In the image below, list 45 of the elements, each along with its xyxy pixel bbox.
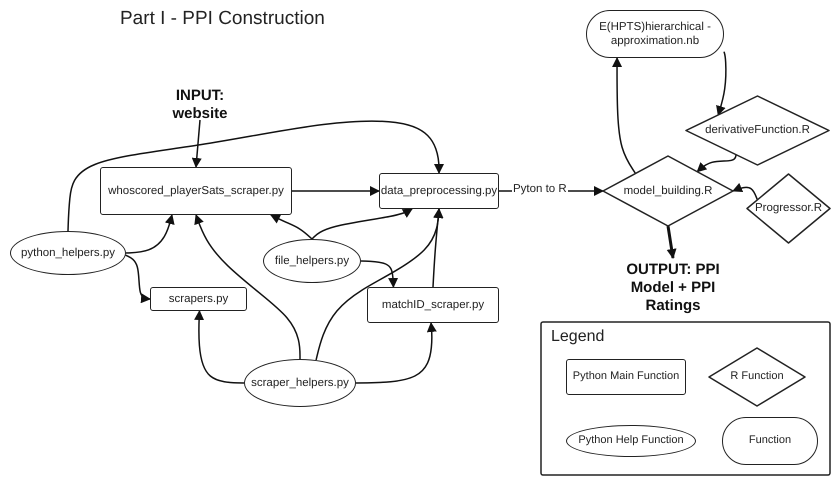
node-label: python_helpers.py	[20, 246, 116, 260]
arrow	[716, 51, 727, 116]
process-box	[150, 287, 247, 311]
arrow	[194, 214, 301, 359]
node-label: Progressor.R	[754, 201, 824, 216]
arrow	[696, 154, 737, 172]
arrow	[270, 214, 312, 240]
process-box	[100, 167, 292, 215]
arrow	[356, 322, 437, 384]
arrow	[125, 254, 151, 304]
process-box	[367, 287, 499, 323]
node-label: file_helpers.py	[274, 254, 350, 268]
arrow	[194, 310, 244, 384]
node-label: scraper_helpers.py	[250, 376, 350, 390]
arrow	[612, 57, 636, 174]
legend-text: Function	[748, 434, 792, 448]
arrow	[666, 226, 677, 259]
decision-diamond	[747, 174, 830, 243]
arrow	[67, 120, 444, 232]
legend-text: Python Main Function	[572, 370, 680, 384]
node-label: model_building.R	[622, 184, 714, 198]
legend-text: R Function	[729, 370, 785, 384]
io-label: INPUT: website	[171, 87, 229, 123]
decision-diamond	[603, 156, 733, 226]
decision-diamond	[686, 96, 829, 165]
node-label: matchID_scraper.py	[380, 298, 486, 312]
arrow	[192, 120, 202, 168]
process-box	[379, 173, 499, 209]
node-label: derivativeFunction.R	[704, 123, 811, 138]
rounded-terminal	[586, 10, 724, 58]
legend-title: Legend	[551, 328, 604, 346]
io-label: OUTPUT: PPI Model + PPI Ratings	[625, 261, 721, 315]
arrow	[360, 260, 398, 288]
arrow	[311, 208, 413, 240]
arrow	[732, 182, 758, 200]
arrow	[126, 214, 175, 254]
arrow	[432, 208, 444, 288]
node-label: E(HPTS)hierarchical - approximation.nb	[598, 20, 712, 48]
node-label: data_preprocessing.py	[380, 184, 498, 198]
edge-label: Pyton to R	[512, 183, 568, 195]
node-label: whoscored_playerSats_scraper.py	[107, 184, 285, 198]
diagram-title: Part I - PPI Construction	[120, 8, 325, 30]
legend-text: Python Help Function	[577, 434, 685, 448]
arrow	[292, 186, 380, 196]
node-label: scrapers.py	[168, 292, 230, 306]
